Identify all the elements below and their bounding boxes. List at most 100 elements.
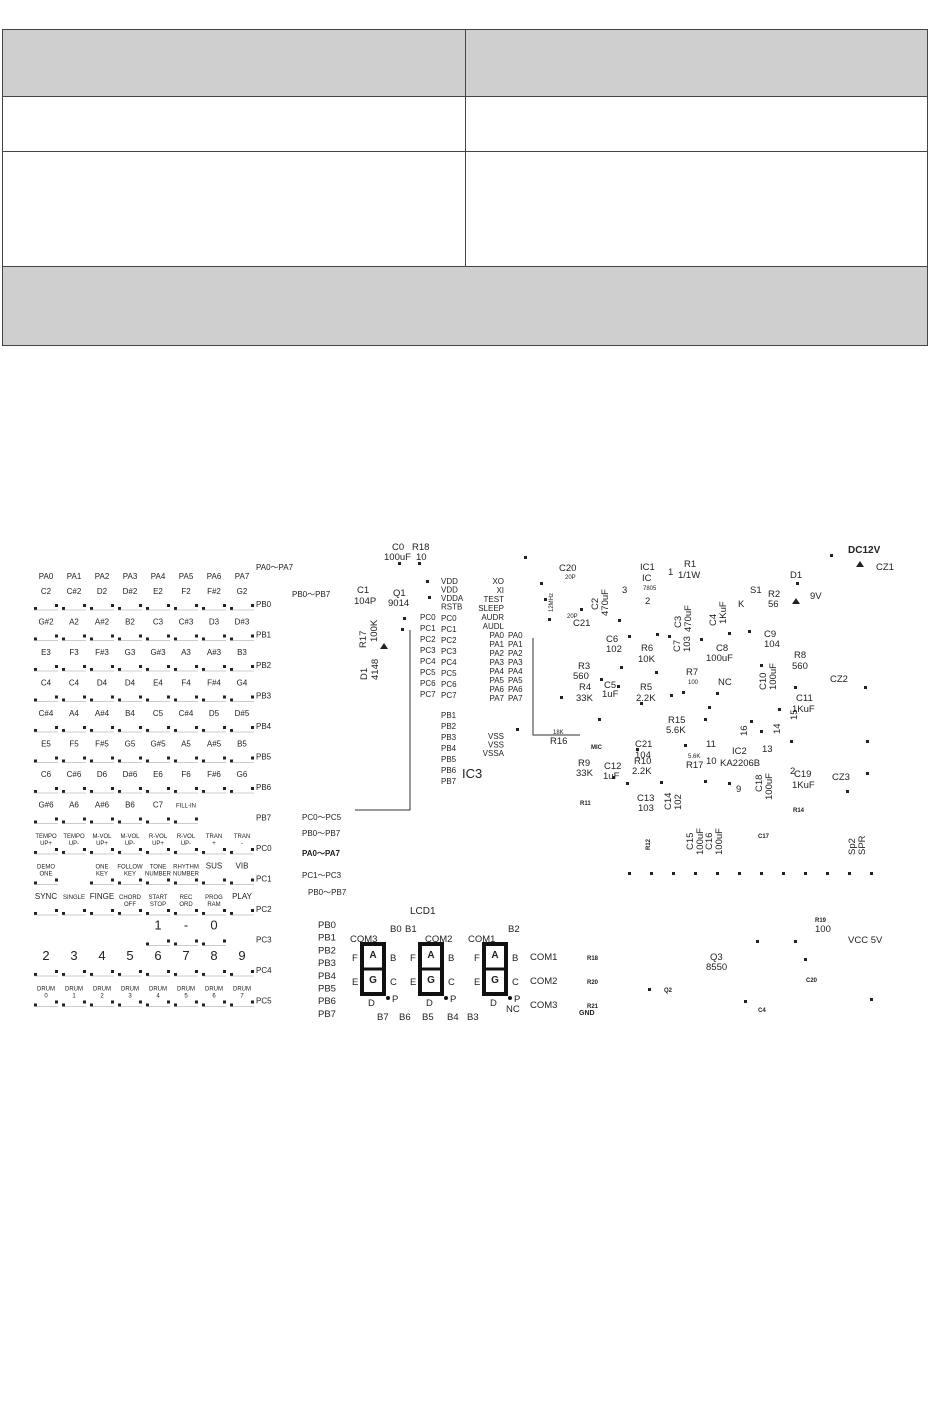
pa-header-label: PA7 <box>235 572 250 581</box>
r17b-value: 5.6K <box>688 754 700 760</box>
key-pad-left <box>90 973 93 976</box>
cz2-label: CZ2 <box>830 674 848 685</box>
key-label: G4 <box>237 679 248 688</box>
key-label: D#6 <box>123 770 138 779</box>
key-label: G5 <box>125 740 136 749</box>
lcd-com-out-label: COM2 <box>530 976 557 987</box>
key-pad-left <box>118 881 121 885</box>
key-pad-left <box>34 759 37 763</box>
row-label: PC0 <box>256 844 272 853</box>
key-label: F5 <box>69 740 79 749</box>
ic3-pin-label: PB7 <box>441 777 457 786</box>
key-pad-right <box>251 787 254 790</box>
lcd-seg-e-label: E <box>410 977 416 988</box>
lcd-seg-a-label: A <box>491 950 498 961</box>
key-label: C2 <box>41 587 52 596</box>
key-pad-right <box>111 756 114 760</box>
key-label: 3 <box>70 948 77 963</box>
lcd-seg-a-label: A <box>427 950 434 961</box>
key-pad-right <box>251 878 254 882</box>
key-pad-right <box>167 939 170 943</box>
ic3-pin-label: VDD <box>441 577 458 586</box>
vcc-label: VCC 5V <box>848 935 883 946</box>
ic3-pin-label: PA6 <box>489 685 504 694</box>
solder-pads <box>398 554 873 1003</box>
ic3-pa-label: PA4 <box>508 667 523 676</box>
key-pad-right <box>223 848 226 851</box>
key-pad-right <box>139 787 142 790</box>
key-pad-left <box>118 851 121 854</box>
c14-value: 102 <box>673 794 684 810</box>
key-pad-right <box>139 817 142 821</box>
key-pad-right <box>111 909 114 912</box>
key-pad-right <box>55 726 58 729</box>
lcd-seg-d-label: D <box>368 998 375 1009</box>
pa-header-label: PA6 <box>207 572 222 581</box>
key-label: D6 <box>97 770 108 779</box>
ic1-pin-3: 3 <box>622 585 627 596</box>
key-pad-left <box>62 912 65 915</box>
solder-pad <box>617 685 620 688</box>
lcd-bottom-pin: B4 <box>447 1012 459 1023</box>
lcd-seg-c-label: C <box>448 977 455 988</box>
s1-k: K <box>738 599 745 610</box>
key-label: C#4 <box>179 709 194 718</box>
key-label: G#3 <box>150 648 166 657</box>
key-pad-right <box>195 787 198 790</box>
key-pad-left <box>230 1003 233 1007</box>
ic3-pin-label: PC6 <box>441 680 457 689</box>
row-label: PB0 <box>256 600 272 609</box>
key-pad-right <box>139 604 142 607</box>
q1-value: 9014 <box>388 598 409 609</box>
key-label: F4 <box>181 679 191 688</box>
sp2-label: Sp2 <box>847 838 858 855</box>
key-pad-left <box>90 607 93 610</box>
r1-label: R1 <box>684 559 696 570</box>
key-pad-right <box>223 756 226 760</box>
key-pad-right <box>195 665 198 668</box>
key-pad-right <box>111 817 114 821</box>
key-pad-left <box>90 820 93 824</box>
key-pad-left <box>174 942 177 946</box>
key-pad-left <box>230 790 233 793</box>
key-pad-left <box>230 729 233 732</box>
key-pad-right <box>167 695 170 699</box>
bus-wire <box>355 630 411 811</box>
dc-input-label: DC12V <box>848 545 881 556</box>
ic2-label: IC2 <box>732 746 747 757</box>
lcd-seg-p-label: P <box>514 994 520 1005</box>
ic3-pin-label: PA7 <box>489 694 504 703</box>
lcd-pb-pin: PB6 <box>318 996 336 1007</box>
lcd-seg-f-label: F <box>474 953 480 964</box>
key-pad-right <box>139 726 142 729</box>
d1-value: 4148 <box>370 659 381 680</box>
r7-label: R7 <box>686 667 698 678</box>
solder-pad <box>670 694 673 697</box>
b0-label: B0 <box>390 924 402 935</box>
ic2-pin-10: 10 <box>706 756 717 767</box>
r8-label: R8 <box>794 650 806 661</box>
key-pad-right <box>167 848 170 851</box>
key-pad-left <box>202 942 205 946</box>
ic3-pin-label: PA3 <box>489 658 504 667</box>
lcd-decimal-point <box>386 996 390 1000</box>
row-label: PC3 <box>256 936 272 945</box>
solder-pad <box>804 958 807 961</box>
c1-value: 104P <box>354 596 376 607</box>
key-label: C5 <box>153 709 164 718</box>
solder-pad <box>716 692 719 695</box>
key-pad-left <box>34 790 37 793</box>
solder-pad <box>628 872 631 875</box>
key-pad-right <box>83 665 86 668</box>
key-label: D3 <box>209 618 220 627</box>
com-resistor-label: R21 <box>587 1004 599 1010</box>
key-pad-right <box>55 756 58 760</box>
ic3-vss-label: VSS <box>488 741 504 750</box>
key-pad-left <box>90 851 93 854</box>
lcd-pb-pin: PB1 <box>318 933 336 944</box>
key-pad-left <box>174 668 177 671</box>
